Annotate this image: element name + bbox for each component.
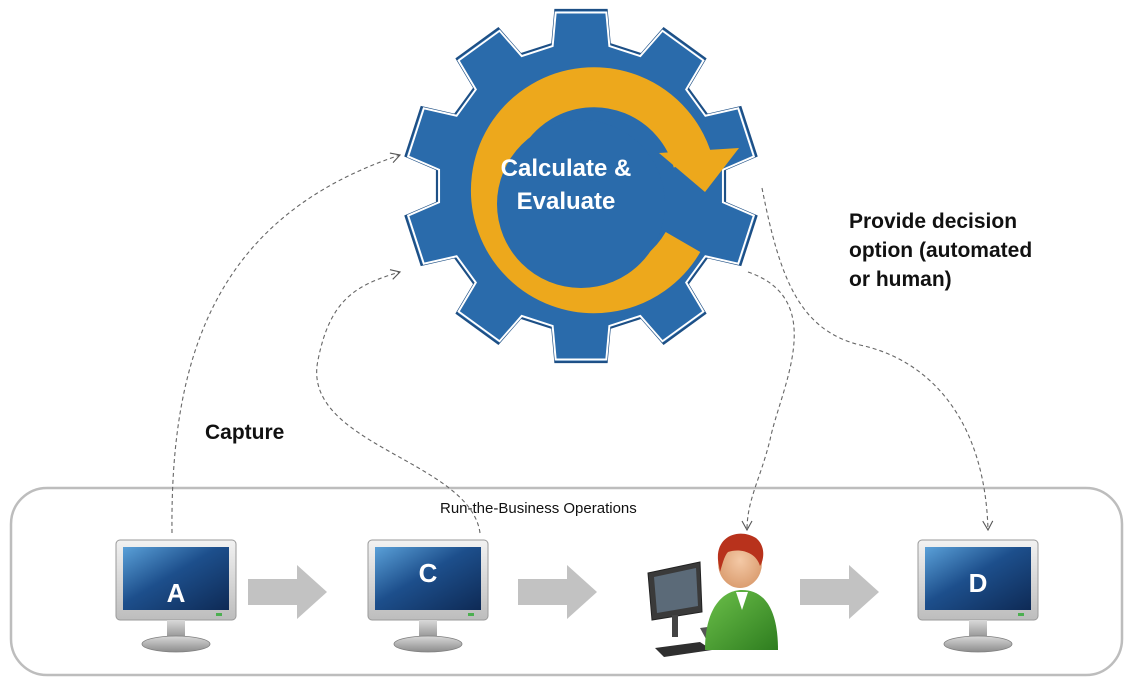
connector-a-to-gear <box>171 152 402 534</box>
gear-rim <box>406 11 756 361</box>
decision-label: Provide decision option (automated or hu… <box>849 207 1099 294</box>
connector-gear-to-operator <box>741 271 795 532</box>
terminal-d-letter: D <box>968 568 988 598</box>
operations-container <box>9 486 1124 677</box>
operator-icon <box>647 533 778 657</box>
gear-label: Calculate & Evaluate <box>478 152 654 218</box>
cycle-arrow-icon <box>470 67 739 314</box>
operations-label: Run-the-Business Operations <box>440 500 637 517</box>
dashed-connectors <box>171 152 994 534</box>
decision-label-line2: option (automated <box>849 239 1033 262</box>
monitor-c-icon <box>367 539 489 653</box>
gear-label-line2: Evaluate <box>516 188 616 215</box>
process-arrow-icon <box>518 565 597 619</box>
decision-label-line1: Provide decision <box>849 210 1018 233</box>
terminal-a-letter: A <box>166 578 186 608</box>
decision-label-line3: or human) <box>849 268 952 291</box>
capture-label: Capture <box>205 421 285 444</box>
process-arrows <box>248 565 879 619</box>
connector-c-to-gear <box>316 269 481 534</box>
monitor-a-icon <box>115 539 237 653</box>
gear-label-line1: Calculate & <box>500 155 632 182</box>
process-arrow-icon <box>248 565 327 619</box>
terminal-c-letter: C <box>418 558 438 588</box>
process-arrow-icon <box>800 565 879 619</box>
monitor-d-icon <box>917 539 1039 653</box>
connector-gear-to-d <box>761 187 994 532</box>
